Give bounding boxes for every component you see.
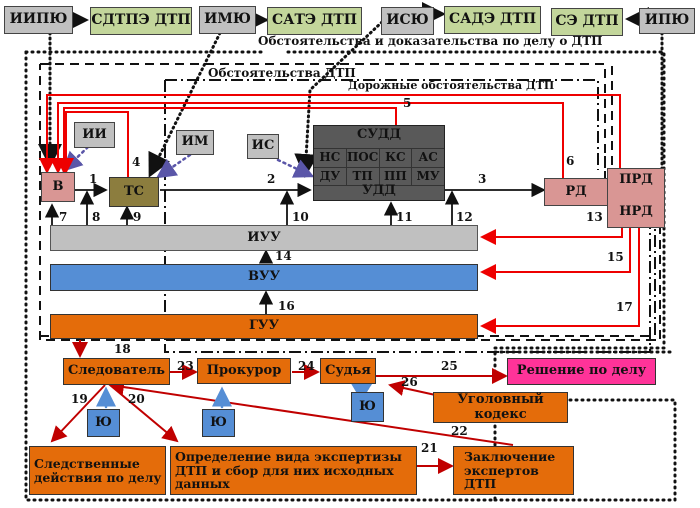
edge-label-8: 8 [92, 210, 101, 224]
edge-label-10: 10 [292, 210, 309, 224]
yu-links [96, 381, 373, 409]
node-investigator: Следователь [63, 358, 170, 385]
node-sudd: СУДД НС ПОС КС АС ДУ ТП ПП МУ УДД [313, 125, 445, 201]
bar-guu: ГУУ [50, 314, 478, 339]
edge-label-6: 6 [566, 154, 575, 168]
node-prosecutor: Прокурор [197, 358, 291, 384]
sudd-cell-tp: ТП [346, 168, 380, 186]
node-expert-conclusion: Заключение экспертов ДТП [453, 446, 574, 495]
bar-vuu: ВУУ [50, 264, 478, 291]
node-im: ИМ [176, 130, 214, 155]
edge-label-19: 19 [71, 392, 88, 406]
source-imyu: ИМЮ [199, 6, 256, 34]
sudd-cell-pp: ПП [379, 168, 413, 186]
sudd-cell-ns: НС [314, 149, 347, 168]
node-is: ИС [247, 134, 279, 159]
edge-label-4: 4 [132, 155, 141, 169]
edge-label-15: 15 [607, 250, 624, 264]
edge-label-9: 9 [133, 210, 142, 224]
region-outer-border [24, 50, 677, 502]
edge-label-20: 20 [128, 392, 145, 406]
expertise-sate: САТЭ ДТП [267, 7, 362, 35]
node-ts: ТС [109, 177, 159, 207]
region-inner-label: Дорожные обстоятельства ДТП [348, 79, 555, 92]
red-feedbacks [39, 94, 640, 334]
node-decision: Решение по делу [507, 358, 656, 385]
node-yu-2: Ю [202, 409, 235, 437]
node-prd-nrd: ПРД НРД [607, 168, 665, 228]
bar-iuu: ИУУ [50, 225, 478, 251]
node-nrd: НРД [619, 204, 653, 219]
sudd-bottom: УДД [362, 183, 396, 198]
edge-label-13: 13 [586, 210, 603, 224]
region-inner-border [164, 79, 656, 353]
black-flows [44, 182, 546, 314]
edge-label-17: 17 [616, 300, 633, 314]
sudd-title: СУДД [356, 127, 401, 142]
source-isyu: ИСЮ [381, 7, 434, 35]
edge-label-7: 7 [59, 210, 68, 224]
node-criminal-code: Уголовный кодекс [433, 392, 568, 423]
source-iipyu: ИИПЮ [4, 6, 73, 34]
edge-label-24: 24 [298, 359, 315, 373]
node-prd: ПРД [619, 172, 653, 187]
edge-label-2: 2 [267, 172, 276, 186]
edge-label-18: 18 [114, 342, 131, 356]
sudd-cell-pos: ПОС [346, 149, 380, 168]
node-expertise-definition: Определение вида экспертизы ДТП и сбор д… [170, 446, 417, 495]
region-outer-label: Обстоятельства и доказательства по делу … [258, 34, 603, 48]
node-rd: РД [544, 178, 608, 206]
expertise-se: СЭ ДТП [551, 8, 623, 36]
edge-label-26: 26 [401, 375, 418, 389]
edge-label-14: 14 [275, 249, 292, 263]
edge-label-23: 23 [177, 359, 194, 373]
node-ii: ИИ [74, 122, 115, 148]
edge-label-1: 1 [89, 172, 98, 186]
sudd-row-2: ДУ ТП ПП МУ [314, 168, 444, 186]
source-ipyu: ИПЮ [639, 8, 695, 34]
edge-label-3: 3 [478, 172, 487, 186]
sudd-cell-as: АС [412, 149, 444, 168]
expertise-sdtpe: СДТПЭ ДТП [90, 7, 192, 35]
sudd-cell-du: ДУ [314, 168, 347, 186]
edge-label-16: 16 [278, 299, 295, 313]
node-investigative-actions: Следственные действия по делу [29, 446, 166, 495]
edge-label-11: 11 [396, 210, 413, 224]
region-middle-label: Обстоятельства ДТП [208, 66, 356, 80]
node-judge: Судья [320, 358, 376, 384]
edge-label-25: 25 [441, 359, 458, 373]
expertise-sale: САДЭ ДТП [444, 6, 541, 34]
sudd-cell-ks: КС [379, 149, 413, 168]
node-yu-3: Ю [351, 392, 384, 422]
sudd-cell-mu: МУ [412, 168, 444, 186]
edge-label-5: 5 [403, 96, 412, 110]
edge-label-12: 12 [456, 210, 473, 224]
sudd-row-1: НС ПОС КС АС [314, 148, 444, 168]
node-v: В [41, 172, 75, 202]
edge-label-22: 22 [451, 424, 468, 438]
node-yu-1: Ю [87, 409, 120, 437]
edge-label-21: 21 [421, 441, 438, 455]
info-links [62, 145, 315, 179]
